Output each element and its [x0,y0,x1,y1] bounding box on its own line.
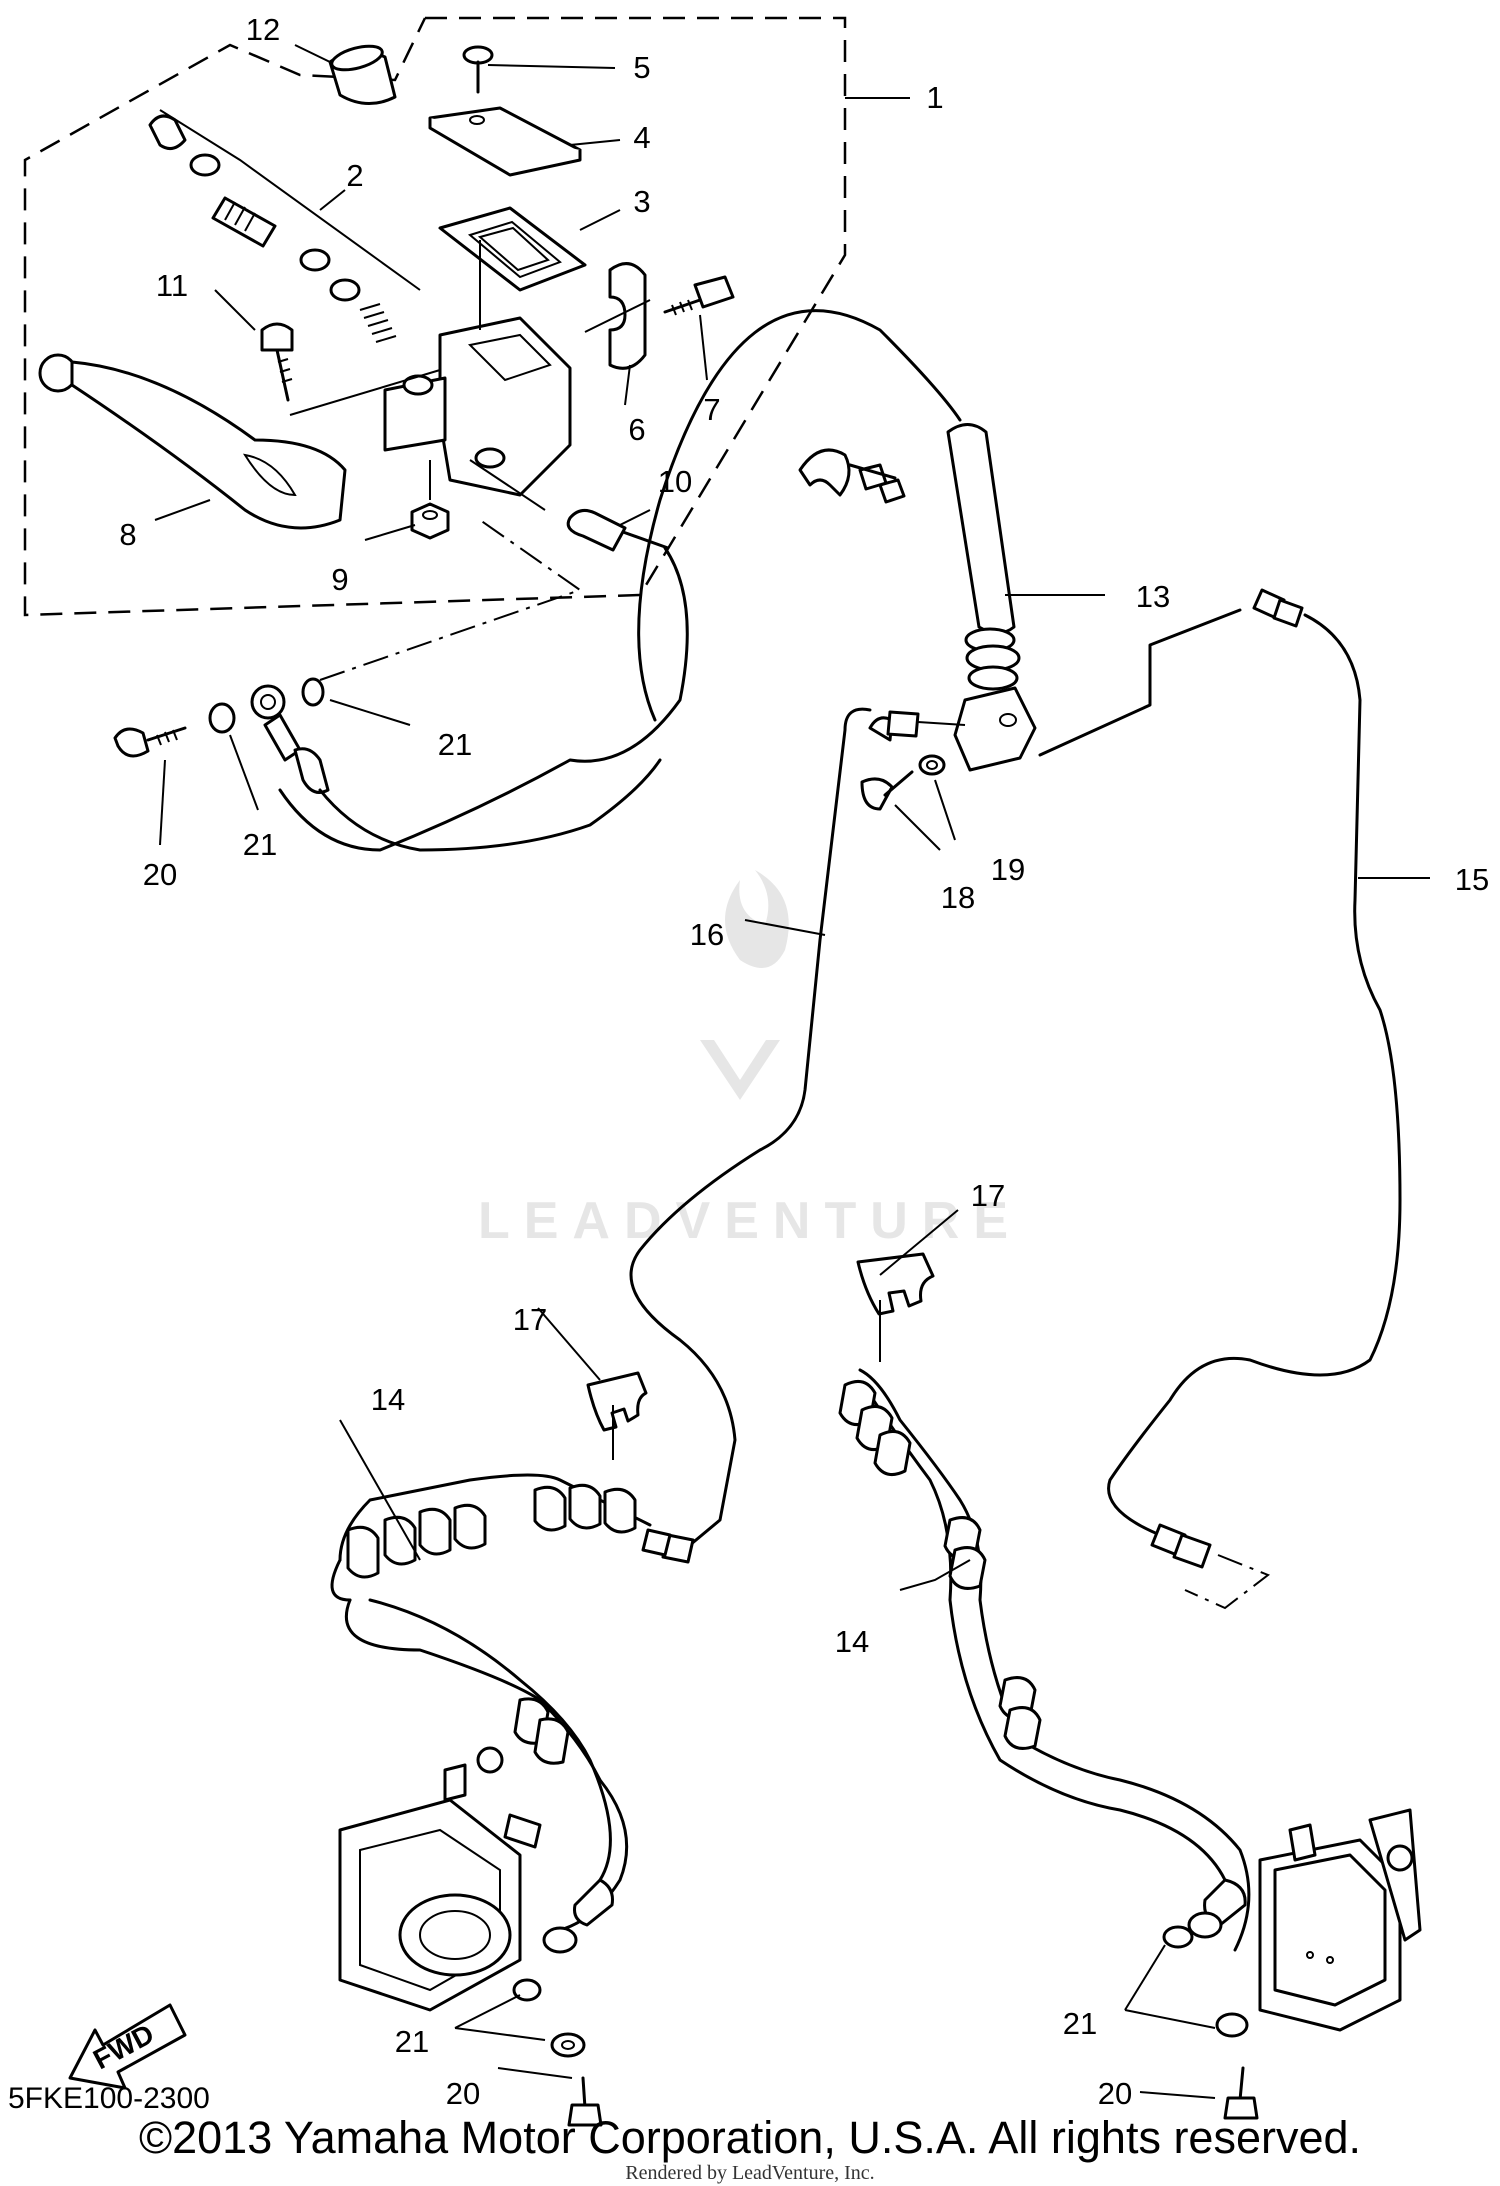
callout-12: 12 [246,12,280,47]
part-3-diaphragm [438,206,587,292]
brake-caliper-right [1162,1808,1422,2032]
part-14-hose-right [838,1368,1251,1952]
callout-8: 8 [119,517,136,552]
part-20-bolt-lower-right [1223,2066,1259,2120]
part-15-pipe [1038,588,1402,1610]
callout-2: 2 [346,158,363,193]
watermark-text: LEADVENTURE [478,1192,1022,1250]
callout-13: 13 [1136,579,1170,614]
callout-leaders [154,44,1430,2099]
switch-wire [278,309,962,852]
part-21-washer-upper-right [301,677,325,707]
part-20-bolt-upper [113,726,187,758]
callout-17-right: 17 [971,1178,1005,1213]
callout-21-lower-right: 21 [1063,2006,1097,2041]
part-21-washer-lower-left [550,2032,586,2058]
callout-18: 18 [941,880,975,915]
callout-20-lower-right: 20 [1098,2076,1132,2111]
callout-11: 11 [156,268,188,303]
callout-1: 1 [926,80,943,115]
part-16-pipe [629,707,872,1564]
part-9-nut [410,502,450,540]
callout-10: 10 [658,464,692,499]
callout-labels: 1 2 3 4 5 6 7 8 9 10 11 12 13 14 14 15 1… [119,12,1489,2111]
banjo-fitting-upper [250,684,662,852]
callout-16: 16 [690,917,724,952]
part-19-washer [918,754,946,776]
lower-left-fittings [454,1994,603,2127]
callout-21-lower-left: 21 [395,2024,429,2059]
part-18-bolt [860,770,914,811]
part-7-bolt [663,275,735,316]
diagram-code: 5FKE100-2300 [8,2082,210,2115]
callout-6: 6 [628,412,645,447]
callout-21-upper-left: 21 [243,827,277,862]
callout-20-lower-left: 20 [446,2076,480,2111]
callout-3: 3 [633,184,650,219]
brake-caliper-left [338,1746,542,2012]
part-13-hose [946,423,1021,691]
callout-19: 19 [991,852,1025,887]
master-cylinder-group [23,16,847,617]
callout-14-right: 14 [835,1624,869,1659]
callout-5: 5 [633,50,650,85]
part-20-bolt-lower-left [567,2076,603,2127]
part-17-clip-right [856,1252,935,1362]
rendered-by-notice: Rendered by LeadVenture, Inc. [625,2162,875,2184]
lower-right-fittings [1124,1944,1259,2120]
part-5-screw [462,45,494,94]
part-10-switch [566,508,670,552]
leadventure-watermark: LEADVENTURE [478,870,1022,1250]
part-17-clip-left [586,1371,648,1460]
part-14-hose-left [330,1473,652,1954]
part-6-clamp [608,262,647,370]
part-21-washer-upper-left [208,702,236,734]
part-12-boot [328,44,397,105]
callout-7: 7 [703,392,720,427]
fwd-arrow: FWD [68,2003,187,2090]
master-cylinder-body [383,316,572,497]
brake-joint [860,686,1037,811]
callout-14-left: 14 [371,1382,405,1417]
part-4-cap [428,106,582,177]
callout-20-upper: 20 [143,857,177,892]
callout-4: 4 [633,120,650,155]
callout-15: 15 [1455,862,1489,897]
part-11-pivot-bolt [260,322,294,402]
part-8-lever [38,353,347,530]
callout-9: 9 [331,562,348,597]
callout-17-left: 17 [513,1302,547,1337]
part-2-piston-kit [148,109,421,343]
copyright-notice: ©2013 Yamaha Motor Corporation, U.S.A. A… [138,2112,1362,2163]
part-21-washer-lower-right [1215,2012,1249,2038]
callout-21-upper-right: 21 [438,727,472,762]
upper-banjo-fittings [113,519,662,852]
